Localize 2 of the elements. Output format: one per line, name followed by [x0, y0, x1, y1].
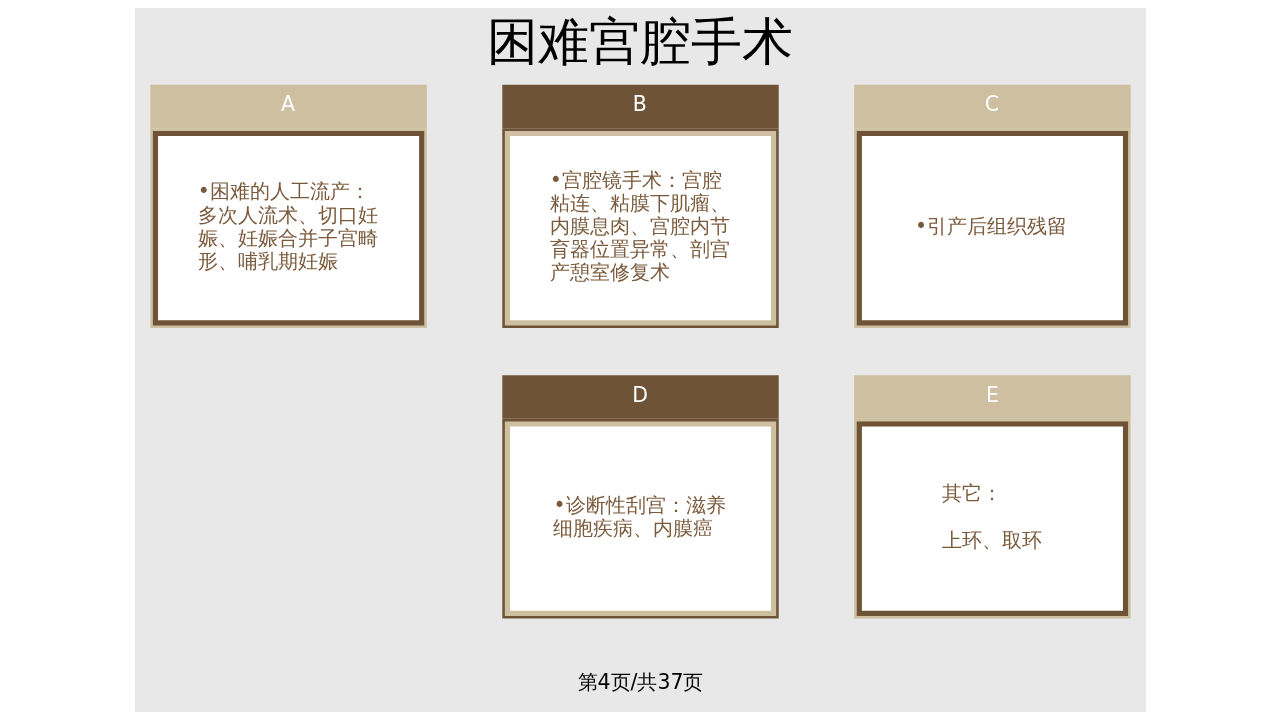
- diagram-title: 困难宫腔手术: [487, 11, 793, 72]
- label: 第4页/共37页: [577, 669, 703, 694]
